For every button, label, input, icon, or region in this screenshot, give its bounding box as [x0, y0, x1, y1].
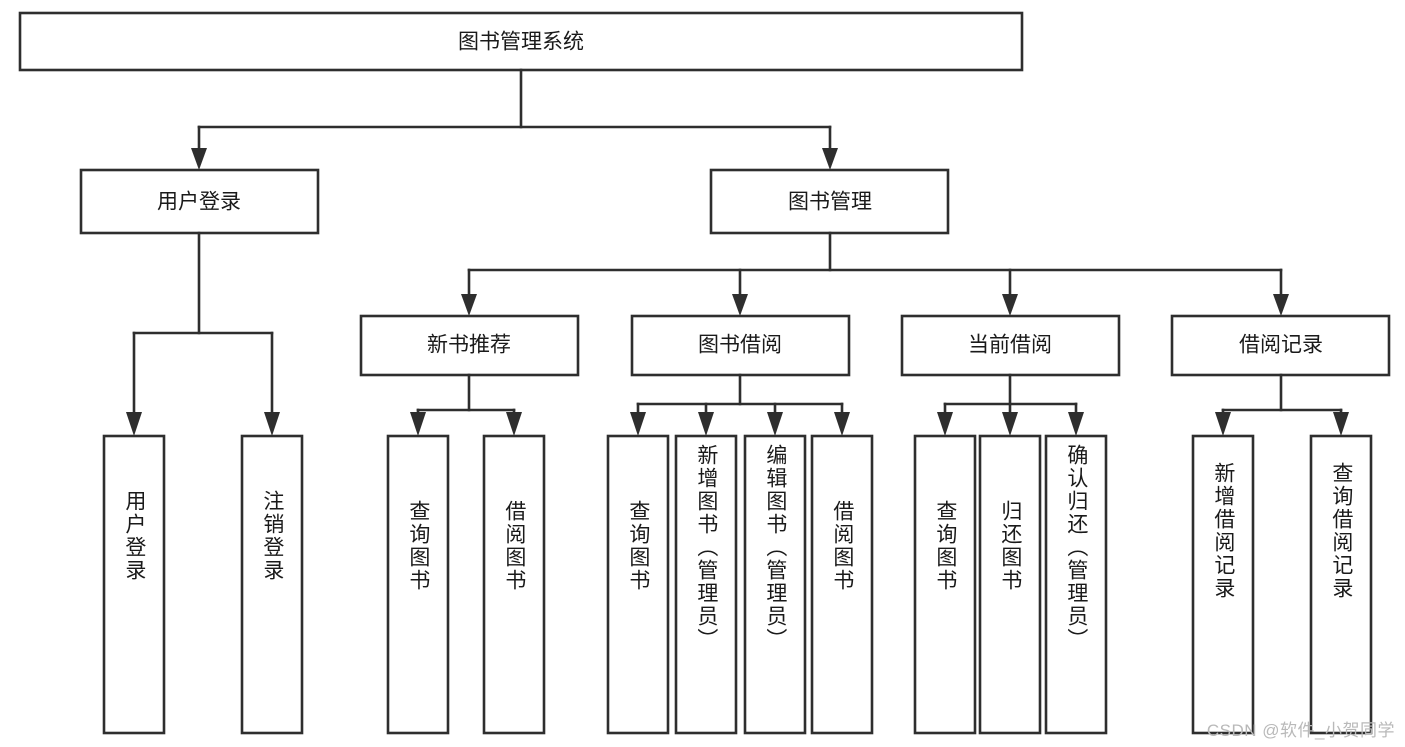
arrow-head-icon — [630, 412, 646, 436]
leaf-box-add-book-admin[interactable] — [674, 434, 738, 735]
node-current-borrow[interactable]: 当前借阅 — [900, 314, 1121, 377]
arrow-head-icon — [461, 294, 477, 316]
root-label: 图书管理系统 — [458, 31, 584, 54]
leaf-box-logout[interactable] — [240, 434, 304, 735]
arrow-head-icon — [834, 412, 850, 436]
borrow-record-label: 借阅记录 — [1239, 334, 1323, 357]
leaf-box-query-borrow-record[interactable] — [1309, 434, 1373, 735]
arrow-head-icon — [1002, 412, 1018, 436]
book-borrow-label: 图书借阅 — [698, 334, 782, 357]
connector-root-to-level1 — [191, 68, 838, 170]
leaf-box-query-book-rec[interactable] — [386, 434, 450, 735]
arrow-head-icon — [1215, 412, 1231, 436]
root-box — [18, 11, 1024, 72]
arrow-head-icon — [1273, 294, 1289, 316]
connector-new-book-recommend-to-leaves — [410, 373, 522, 436]
node-book-management[interactable]: 图书管理 — [709, 168, 950, 235]
arrow-head-icon — [264, 412, 280, 436]
leaf-box-borrow-book-rec[interactable] — [482, 434, 546, 735]
node-new-book-recommend[interactable]: 新书推荐 — [359, 314, 580, 377]
node-root[interactable]: 图书管理系统 — [18, 11, 1024, 72]
leaf-box-add-borrow-record[interactable] — [1191, 434, 1255, 735]
leaf-box-edit-book-admin[interactable] — [743, 434, 807, 735]
connector-current-borrow-to-leaves — [937, 373, 1084, 436]
leaf-box-user-login[interactable] — [102, 434, 166, 735]
arrow-head-icon — [126, 412, 142, 436]
leaf-box-confirm-return-admin[interactable] — [1044, 434, 1108, 735]
leaf-box-query-book-current[interactable] — [913, 434, 977, 735]
leaf-box-borrow-book[interactable] — [810, 434, 874, 735]
arrow-head-icon — [732, 294, 748, 316]
arrow-head-icon — [822, 148, 838, 170]
arrow-head-icon — [1068, 412, 1084, 436]
book-management-label: 图书管理 — [788, 191, 872, 214]
arrow-head-icon — [767, 412, 783, 436]
watermark: CSDN @软件_小贺同学 — [1206, 721, 1395, 740]
arrow-head-icon — [937, 412, 953, 436]
user-login-box — [79, 168, 320, 235]
current-borrow-box — [900, 314, 1121, 377]
arrow-head-icon — [506, 412, 522, 436]
arrow-head-icon — [1002, 294, 1018, 316]
leaf-box-return-book[interactable] — [978, 434, 1042, 735]
current-borrow-label: 当前借阅 — [968, 334, 1052, 357]
arrow-head-icon — [1333, 412, 1349, 436]
new-book-recommend-box — [359, 314, 580, 377]
arrow-head-icon — [410, 412, 426, 436]
new-book-recommend-label: 新书推荐 — [427, 334, 511, 357]
arrow-head-icon — [191, 148, 207, 170]
node-borrow-record[interactable]: 借阅记录 — [1170, 314, 1391, 377]
connector-user-login-to-leaves — [126, 231, 280, 436]
connector-book-management-to-level2 — [461, 231, 1289, 316]
connector-book-borrow-to-leaves — [630, 373, 850, 436]
connector-borrow-record-to-leaves — [1215, 373, 1349, 436]
node-book-borrow[interactable]: 图书借阅 — [630, 314, 851, 377]
user-login-label: 用户登录 — [157, 191, 241, 214]
node-user-login[interactable]: 用户登录 — [79, 168, 320, 235]
leaf-box-query-book-borrow[interactable] — [606, 434, 670, 735]
arrow-head-icon — [698, 412, 714, 436]
